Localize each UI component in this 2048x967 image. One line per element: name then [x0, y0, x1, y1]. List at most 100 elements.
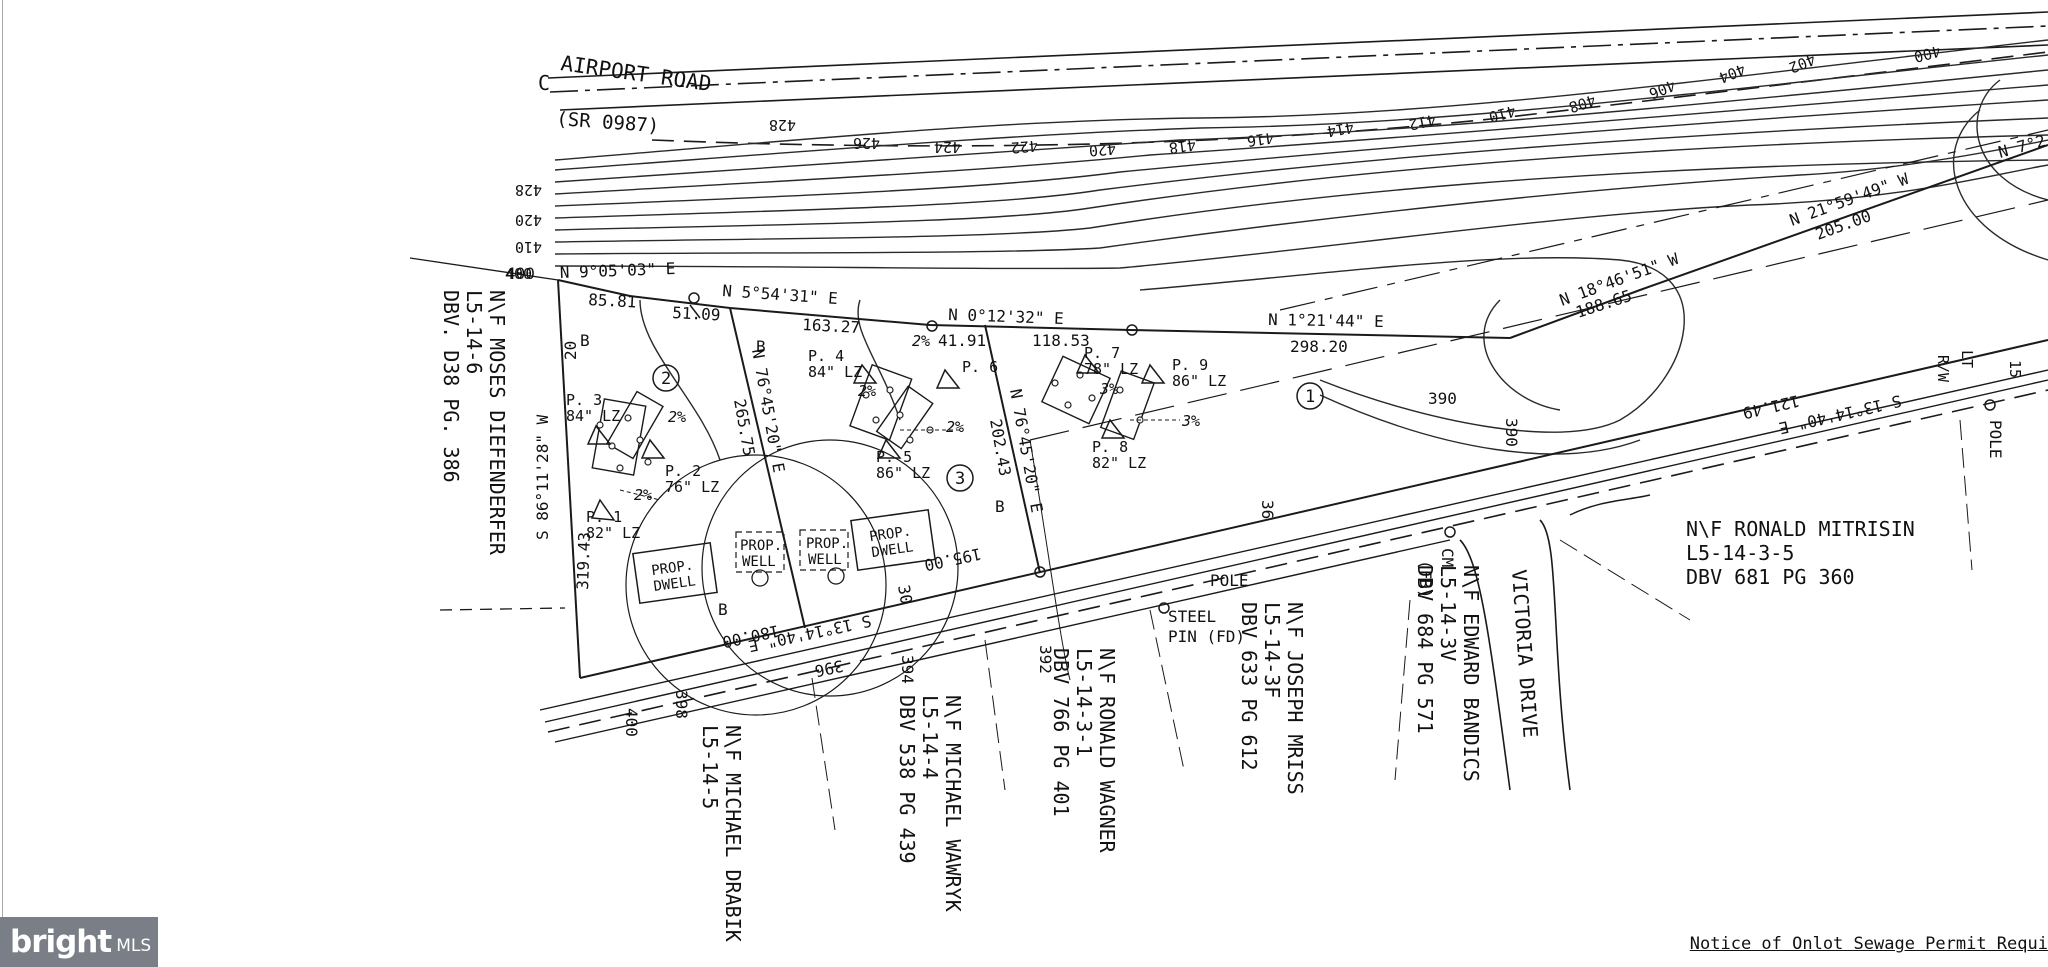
- test-pits: P. 1 82" LZ P. 2 76" LZ P. 3 84" LZ P. 4…: [566, 344, 1226, 542]
- diefenderfer-deed: DBV. D38 PG. 386: [439, 290, 463, 483]
- setback-36: 36: [1258, 500, 1277, 519]
- pit-4-label: P. 4: [808, 347, 844, 365]
- well-2-line1: PROP.: [806, 536, 848, 552]
- dist-3: 163.27: [802, 315, 861, 337]
- pit-5-depth: 86" LZ: [876, 464, 930, 482]
- elevations: 390 390 392 394 396 398 400 400 B B B B …: [506, 264, 1521, 737]
- slope-2: 2%: [634, 486, 652, 504]
- steel-pin-1: STEEL: [1168, 607, 1216, 626]
- svg-text:412: 412: [1407, 110, 1437, 133]
- wawryk-name: N\F MICHAEL WAWRYK: [941, 695, 965, 912]
- svg-text:428: 428: [515, 181, 542, 199]
- dist-9: 319.43: [573, 532, 594, 590]
- pit-2-label: P. 2: [665, 462, 701, 480]
- slope-1: 2%: [668, 408, 686, 426]
- dist-15: 15: [2006, 360, 2024, 378]
- wawryk-deed: DBV 538 PG 439: [895, 695, 919, 864]
- building-line-3: B: [995, 497, 1005, 516]
- pit-1-depth: 82" LZ: [586, 524, 640, 542]
- elev-392: 392: [1036, 645, 1055, 674]
- neighbor-labels: N\F MOSES DIEFENDERFER L5-14-6 DBV. D38 …: [439, 290, 1915, 942]
- svg-text:424: 424: [934, 138, 961, 156]
- building-line-1: B: [580, 331, 590, 350]
- drabik-lot: L5-14-5: [698, 725, 722, 809]
- setback-20: 20: [561, 341, 580, 360]
- dist-5: 118.53: [1032, 331, 1090, 350]
- dist-6: 298.20: [1290, 337, 1348, 356]
- pit-7-depth: 78" LZ: [1084, 360, 1138, 378]
- dist-4: 41.91: [938, 331, 986, 350]
- absorption-areas: [591, 355, 1156, 476]
- pit-9-label: P. 9: [1172, 356, 1208, 374]
- slope-indicators: 2% 2% 2% 2% 3% 3% 2%: [619, 332, 1200, 504]
- mitrisin-deed: DBV 681 PG 360: [1686, 565, 1855, 589]
- pit-8-depth: 82" LZ: [1092, 454, 1146, 472]
- dist-2: 51.09: [672, 303, 721, 324]
- bandics-name: N\F EDWARD BANDICS: [1459, 565, 1483, 782]
- diefenderfer-name: N\F MOSES DIEFENDERFER: [485, 290, 509, 556]
- lot-line-mark: LT: [1958, 350, 1976, 368]
- elev-400-top: 400: [506, 264, 535, 283]
- svg-text:410: 410: [515, 238, 542, 256]
- dist-1: 85.81: [588, 290, 637, 311]
- dwell-2-line2: DWELL: [871, 539, 915, 561]
- pit-9-depth: 86" LZ: [1172, 372, 1226, 390]
- mitrisin-name: N\F RONALD MITRISIN: [1686, 517, 1915, 541]
- logo-brand: bright: [10, 924, 112, 960]
- logo-mls: MLS: [116, 935, 152, 956]
- building-line-4: B: [718, 600, 728, 619]
- dist-10: 265.75: [730, 397, 759, 457]
- svg-text:420: 420: [1088, 139, 1117, 159]
- slope-6: 3%: [1181, 412, 1200, 430]
- elev-390: 390: [1428, 389, 1457, 408]
- found-mark: (FD): [1416, 560, 1435, 599]
- bandics-lot: L5-14-3V: [1436, 565, 1460, 661]
- right-of-way: R/W: [1934, 355, 1952, 383]
- well-1-line1: PROP.: [740, 538, 782, 554]
- notice-text: Notice of Onlot Sewage Permit Requi: [1689, 934, 2048, 954]
- mitrisin-lot: L5-14-3-5: [1686, 541, 1794, 565]
- pole-1: POLE: [1210, 571, 1249, 590]
- pit-1-label: P. 1: [586, 508, 622, 526]
- svg-text:422: 422: [1010, 136, 1039, 156]
- setback-30: 30: [894, 583, 916, 605]
- left-scan-edge: [2, 0, 3, 967]
- pit-4-depth: 84" LZ: [808, 363, 862, 381]
- monuments: POLE POLE STEEL PIN (FD) CM (FD): [688, 292, 2005, 831]
- pit-8-label: P. 8: [1092, 438, 1128, 456]
- wagner-lot: L5-14-3-1: [1072, 648, 1096, 756]
- svg-text:402: 402: [1786, 50, 1818, 77]
- bearing-4: N 1°21'44" E: [1268, 310, 1384, 331]
- bearing-7: S 86°11'28" W: [533, 414, 552, 540]
- bright-mls-logo: bright MLS: [0, 917, 158, 967]
- dist-11: 202.43: [986, 417, 1015, 477]
- contour-labels-left: 428 420 410 400: [505, 181, 542, 283]
- bearing-3: N 0°12'32" E: [948, 305, 1064, 328]
- well-isolation-circles: [625, 439, 959, 716]
- dwell-1-line2: DWELL: [653, 573, 697, 595]
- slope-5: 3%: [1099, 380, 1118, 398]
- contour-lines: [554, 39, 2048, 461]
- mriss-deed: DBV 633 PG 612: [1237, 602, 1261, 771]
- victoria-drive: VICTORIA DRIVE: [1507, 569, 1543, 739]
- pole-2: POLE: [1986, 420, 2005, 459]
- slope-4: 2%: [946, 418, 964, 436]
- structures: PROP. DWELL PROP. DWELL PROP. WELL PROP.…: [632, 508, 936, 605]
- elev-398: 398: [672, 690, 691, 719]
- lot-numbers: 2 3 1: [652, 364, 1324, 492]
- building-line-2: B: [756, 337, 766, 356]
- dwell-1-line1: PROP.: [650, 557, 694, 579]
- elev-394: 394: [898, 655, 917, 684]
- svg-text:414: 414: [1325, 118, 1355, 140]
- elev-400: 400: [622, 708, 641, 737]
- wagner-name: N\F RONALD WAGNER: [1095, 648, 1119, 854]
- pit-3-depth: 84" LZ: [566, 407, 620, 425]
- property-lines: [409, 144, 2048, 679]
- bearing-2: N 5°54'31" E: [722, 281, 839, 308]
- well-2-line2: WELL: [808, 552, 842, 568]
- mriss-name: N\F JOSEPH MRISS: [1283, 602, 1307, 795]
- elev-390b: 390: [1502, 418, 1521, 447]
- svg-text:404: 404: [1716, 60, 1748, 87]
- lot-2: 2: [661, 369, 671, 389]
